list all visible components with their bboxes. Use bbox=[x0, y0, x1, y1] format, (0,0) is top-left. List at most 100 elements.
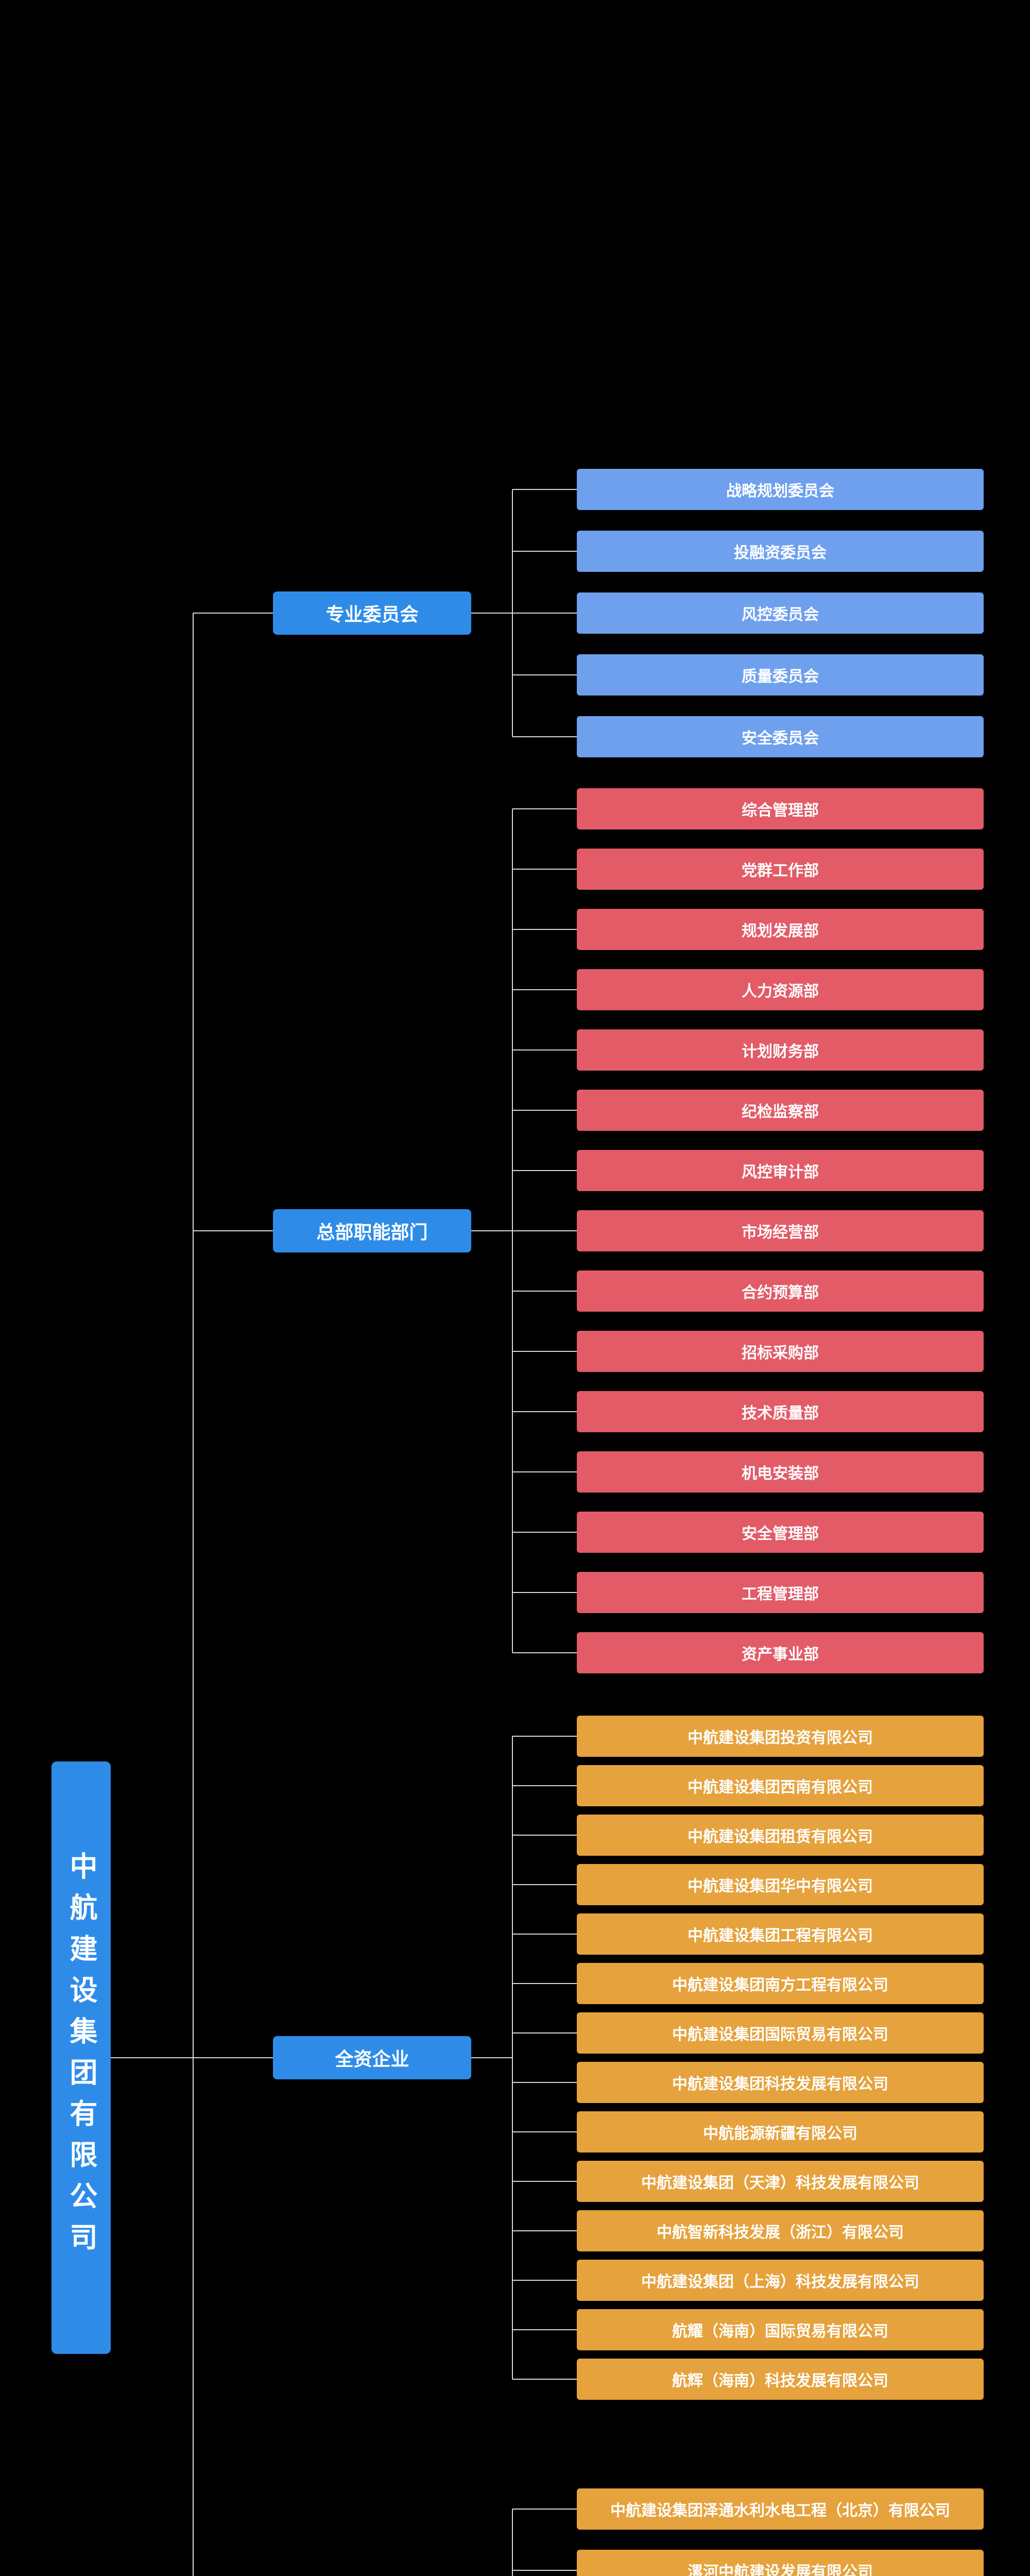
node-departments-8: 市场经营部 bbox=[577, 1210, 984, 1251]
connector-line bbox=[512, 2570, 577, 2571]
node-wholly-owned-8: 中航建设集团科技发展有限公司 bbox=[577, 2062, 984, 2103]
category-wholly-owned-label: 全资企业 bbox=[335, 2048, 409, 2070]
node-departments-4-label: 人力资源部 bbox=[742, 983, 819, 1000]
root-node-label: 中航建设集团有限公司 bbox=[65, 1852, 96, 2264]
node-wholly-owned-8-label: 中航建设集团科技发展有限公司 bbox=[672, 2076, 888, 2093]
connector-line bbox=[512, 489, 513, 737]
node-wholly-owned-2: 中航建设集团西南有限公司 bbox=[577, 1765, 984, 1806]
connector-line bbox=[193, 1230, 273, 1231]
connector-line bbox=[512, 1471, 577, 1472]
node-departments-11-label: 技术质量部 bbox=[742, 1405, 819, 1422]
node-wholly-owned-1: 中航建设集团投资有限公司 bbox=[577, 1716, 984, 1757]
connector-line bbox=[512, 1934, 577, 1935]
node-wholly-owned-7-label: 中航建设集团国际贸易有限公司 bbox=[672, 2026, 888, 2043]
node-holdings-2-label: 漯河中航建设发展有限公司 bbox=[688, 2564, 873, 2576]
connector-line bbox=[512, 1983, 577, 1984]
node-departments-14: 工程管理部 bbox=[577, 1572, 984, 1613]
node-committees-3-label: 风控委员会 bbox=[742, 606, 819, 623]
node-departments-7-label: 风控审计部 bbox=[742, 1164, 819, 1181]
connector-line bbox=[512, 674, 577, 675]
connector-line bbox=[512, 1411, 577, 1412]
connector-line bbox=[512, 1592, 577, 1593]
connector-line bbox=[471, 2057, 512, 2058]
node-committees-5: 安全委员会 bbox=[577, 716, 984, 757]
node-wholly-owned-14: 航辉（海南）科技发展有限公司 bbox=[577, 2359, 984, 2400]
node-departments-1-label: 综合管理部 bbox=[742, 802, 819, 819]
node-wholly-owned-10: 中航建设集团（天津）科技发展有限公司 bbox=[577, 2161, 984, 2202]
connector-line bbox=[512, 929, 577, 930]
node-committees-2-label: 投融资委员会 bbox=[734, 545, 827, 562]
node-departments-10: 招标采购部 bbox=[577, 1331, 984, 1372]
node-departments-9-label: 合约预算部 bbox=[742, 1284, 819, 1301]
connector-line bbox=[193, 613, 273, 614]
node-departments-13-label: 安全管理部 bbox=[742, 1526, 819, 1543]
node-departments-8-label: 市场经营部 bbox=[742, 1224, 819, 1241]
connector-line bbox=[471, 613, 512, 614]
node-wholly-owned-6: 中航建设集团南方工程有限公司 bbox=[577, 1963, 984, 2004]
node-committees-1: 战略规划委员会 bbox=[577, 469, 984, 510]
node-wholly-owned-4-label: 中航建设集团华中有限公司 bbox=[688, 1878, 873, 1895]
category-committees-label: 专业委员会 bbox=[325, 604, 419, 625]
connector-line bbox=[471, 1230, 512, 1231]
node-departments-5: 计划财务部 bbox=[577, 1029, 984, 1071]
connector-line bbox=[512, 2280, 577, 2281]
connector-line bbox=[512, 2131, 577, 2132]
category-departments: 总部职能部门 bbox=[273, 1209, 471, 1252]
connector-line bbox=[512, 1110, 577, 1111]
connector-line bbox=[512, 1049, 577, 1050]
connector-line bbox=[512, 2032, 577, 2033]
node-departments-13: 安全管理部 bbox=[577, 1512, 984, 1553]
node-wholly-owned-7: 中航建设集团国际贸易有限公司 bbox=[577, 2012, 984, 2054]
node-holdings-2: 漯河中航建设发展有限公司 bbox=[577, 2550, 984, 2576]
connector-line bbox=[512, 2230, 577, 2231]
node-holdings-1-label: 中航建设集团泽通水利水电工程（北京）有限公司 bbox=[610, 2502, 950, 2519]
connector-line bbox=[111, 2057, 193, 2058]
node-wholly-owned-13-label: 航耀（海南）国际贸易有限公司 bbox=[672, 2323, 888, 2340]
connector-line bbox=[512, 2509, 577, 2510]
node-wholly-owned-9: 中航能源新疆有限公司 bbox=[577, 2111, 984, 2153]
connector-line bbox=[512, 551, 577, 552]
node-wholly-owned-9-label: 中航能源新疆有限公司 bbox=[703, 2125, 857, 2142]
connector-line bbox=[512, 808, 577, 809]
node-committees-4-label: 质量委员会 bbox=[742, 668, 819, 685]
node-departments-15: 资产事业部 bbox=[577, 1632, 984, 1673]
connector-line bbox=[193, 2057, 273, 2058]
node-wholly-owned-5: 中航建设集团工程有限公司 bbox=[577, 1913, 984, 1955]
node-departments-11: 技术质量部 bbox=[577, 1391, 984, 1432]
node-wholly-owned-2-label: 中航建设集团西南有限公司 bbox=[688, 1779, 873, 1796]
connector-line bbox=[512, 989, 577, 990]
node-wholly-owned-12: 中航建设集团（上海）科技发展有限公司 bbox=[577, 2260, 984, 2301]
node-departments-14-label: 工程管理部 bbox=[742, 1586, 819, 1603]
node-committees-2: 投融资委员会 bbox=[577, 531, 984, 572]
connector-line bbox=[512, 1652, 577, 1653]
node-wholly-owned-11: 中航智新科技发展（浙江）有限公司 bbox=[577, 2210, 984, 2251]
root-node: 中航建设集团有限公司 bbox=[52, 1761, 111, 2354]
node-departments-12-label: 机电安装部 bbox=[742, 1465, 819, 1482]
connector-line bbox=[512, 869, 577, 870]
node-wholly-owned-12-label: 中航建设集团（上海）科技发展有限公司 bbox=[641, 2274, 919, 2291]
connector-line bbox=[512, 1736, 513, 2379]
node-departments-15-label: 资产事业部 bbox=[742, 1646, 819, 1663]
category-departments-label: 总部职能部门 bbox=[316, 1222, 428, 1243]
connector-line bbox=[512, 1230, 577, 1231]
node-wholly-owned-3: 中航建设集团租赁有限公司 bbox=[577, 1815, 984, 1856]
connector-line bbox=[512, 1351, 577, 1352]
node-departments-10-label: 招标采购部 bbox=[742, 1345, 819, 1362]
connector-line bbox=[512, 2181, 577, 2182]
node-departments-2: 党群工作部 bbox=[577, 849, 984, 890]
node-wholly-owned-14-label: 航辉（海南）科技发展有限公司 bbox=[672, 2372, 888, 2389]
node-departments-1: 综合管理部 bbox=[577, 788, 984, 829]
node-departments-6: 纪检监察部 bbox=[577, 1090, 984, 1131]
connector-line bbox=[512, 809, 513, 1653]
connector-line bbox=[512, 2329, 577, 2330]
connector-line bbox=[512, 1785, 577, 1786]
node-committees-5-label: 安全委员会 bbox=[742, 730, 819, 747]
category-committees: 专业委员会 bbox=[273, 591, 471, 635]
node-committees-1-label: 战略规划委员会 bbox=[726, 483, 834, 500]
connector-line bbox=[512, 1835, 577, 1836]
node-departments-4: 人力资源部 bbox=[577, 969, 984, 1010]
connector-line bbox=[512, 1291, 577, 1292]
connector-line bbox=[512, 2509, 513, 2576]
node-wholly-owned-6-label: 中航建设集团南方工程有限公司 bbox=[672, 1977, 888, 1994]
